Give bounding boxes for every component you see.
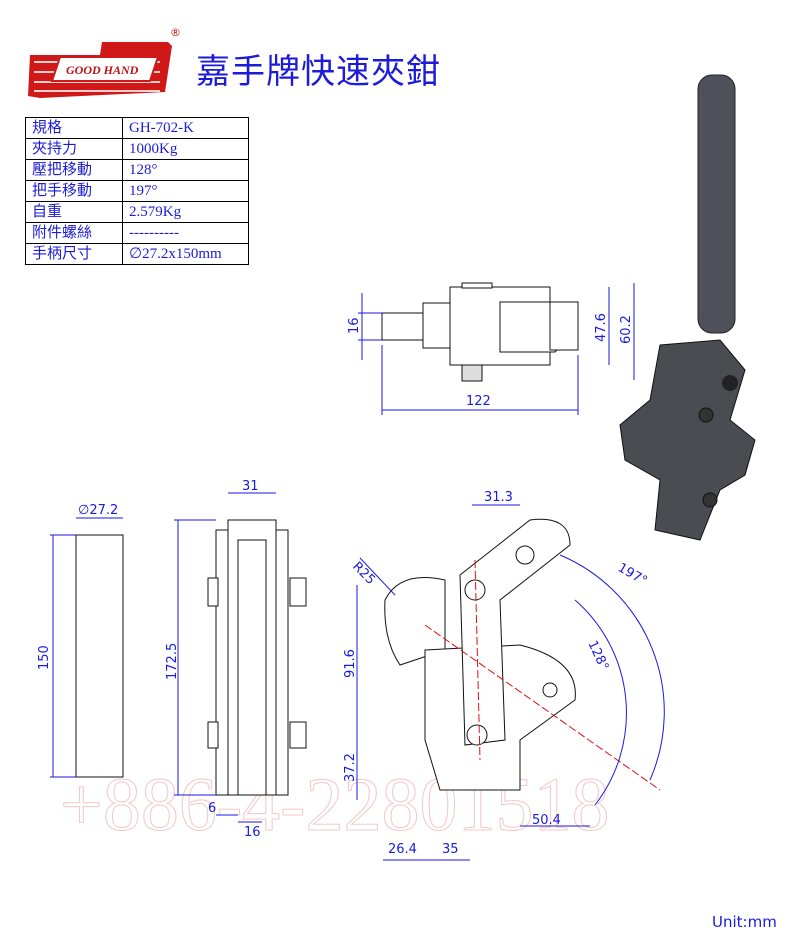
dim-37-2: 37.2 (343, 753, 358, 782)
spec-value: ---------- (122, 222, 249, 244)
spec-value: 128° (122, 159, 249, 181)
spec-value: 197° (122, 180, 249, 202)
dim-128-deg: 128° (584, 638, 611, 673)
handle-view (50, 517, 124, 778)
dim-91-6: 91.6 (343, 649, 358, 678)
dim-150: 150 (37, 645, 52, 670)
spec-value: GH-702-K (122, 117, 249, 139)
iso-view (619, 74, 756, 541)
dim-47-6: 47.6 (594, 313, 609, 342)
page-title: 嘉手牌快速夾鉗 (196, 52, 441, 92)
dim-50-4: 50.4 (532, 813, 561, 828)
watermark-phone: +886-4-22801518 (60, 763, 609, 847)
top-view-dimensions (358, 283, 635, 415)
spec-label: 壓把移動 (25, 159, 123, 181)
spec-label: 把手移動 (25, 180, 123, 202)
table-row: 手柄尺寸∅27.2x150mm (25, 243, 249, 265)
dim-172-5: 172.5 (165, 643, 180, 680)
dim-122: 122 (466, 394, 491, 409)
spec-value: ∅27.2x150mm (122, 243, 249, 265)
dim-16-side: 16 (244, 825, 261, 840)
table-row: 附件螺絲---------- (25, 222, 249, 244)
dim-26-4: 26.4 (388, 842, 417, 857)
spec-label: 手柄尺寸 (25, 243, 123, 265)
dim-16: 16 (347, 317, 362, 334)
unit-label: Unit:mm (712, 913, 777, 931)
side-view (174, 492, 307, 823)
spec-label: 規格 (25, 117, 123, 139)
spec-value: 1000Kg (122, 138, 249, 160)
spec-value: 2.579Kg (122, 201, 249, 223)
dim-31: 31 (242, 479, 259, 494)
registered-mark: ® (170, 26, 181, 39)
dim-60-2: 60.2 (619, 315, 634, 344)
spec-label: 自重 (25, 201, 123, 223)
dim-197-deg: 197° (615, 560, 650, 589)
top-view (381, 282, 579, 382)
dim-35: 35 (442, 842, 459, 857)
spec-label: 夾持力 (25, 138, 123, 160)
good-hand-logo: GOOD HAND ® (28, 26, 181, 98)
spec-label: 附件螺絲 (25, 222, 123, 244)
dim-27-2: ∅27.2 (78, 503, 118, 518)
dim-31-3: 31.3 (484, 490, 513, 505)
logo-text: GOOD HAND (66, 63, 139, 77)
front-view (356, 504, 665, 861)
dim-6: 6 (208, 801, 216, 816)
dim-r25: R25 (349, 559, 378, 588)
